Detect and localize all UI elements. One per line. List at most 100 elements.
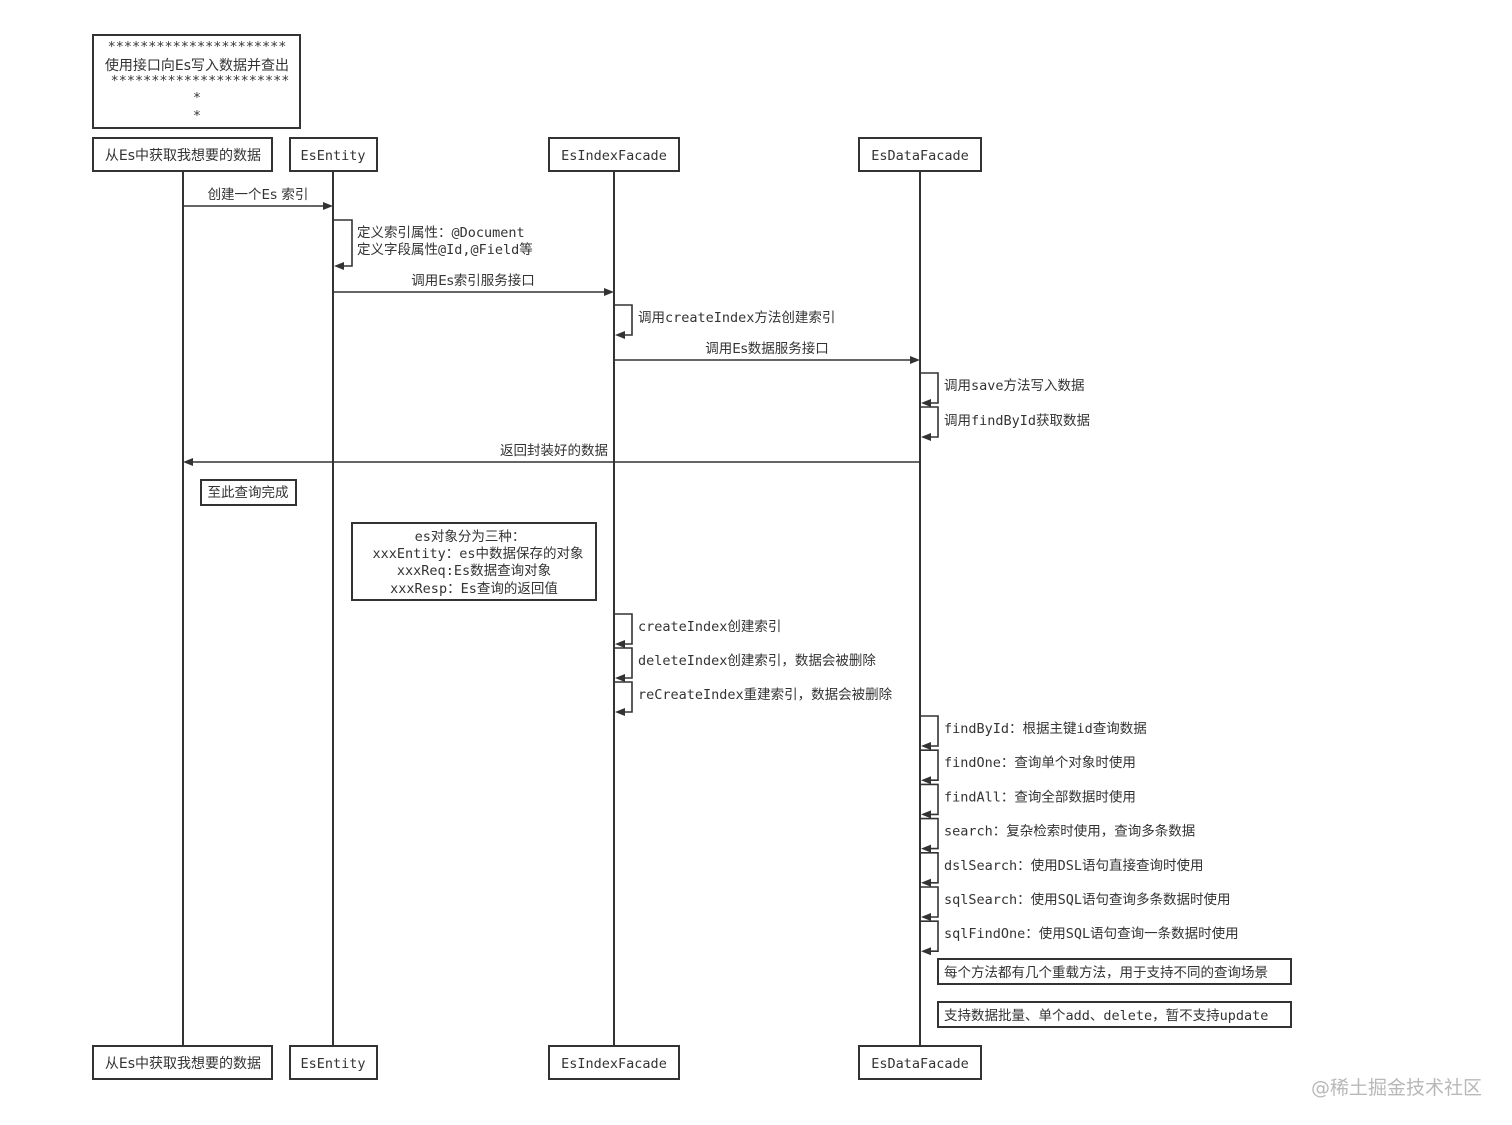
arrow-head-left-icon [615,674,625,682]
data-method-self-call: dslSearch：使用DSL语句直接查询时使用 [920,851,1204,887]
participant-label: EsDataFacade [871,1056,969,1072]
data-method-self-call: findById：根据主键id查询数据 [920,715,1147,750]
data-method-self-call: search：复杂检索时使用，查询多条数据 [920,817,1195,853]
message-label: findOne：查询单个对象时使用 [944,754,1136,771]
title-note-line: * [193,90,201,106]
message-label: 调用findById获取数据 [944,413,1090,429]
participant-entity-bottom[interactable]: EsEntity [289,1045,378,1080]
message-label: sqlSearch：使用SQL语句查询多条数据时使用 [944,891,1231,908]
arrow-head-left-icon [921,776,931,785]
message-label: dslSearch：使用DSL语句直接查询时使用 [944,857,1204,874]
message-label: deleteIndex创建索引，数据会被删除 [638,653,876,669]
title-note-line: ********************** [111,73,290,89]
note-label: 至此查询完成 [208,485,289,501]
participant-label: EsDataFacade [871,148,969,164]
arrow-head-right-icon [910,356,920,364]
self-message-save: 调用save方法写入数据 [920,372,1085,407]
message-return-data: 返回封装好的数据 [183,443,920,466]
self-call-loop [920,783,939,816]
arrow-head-left-icon [334,262,344,270]
arrow-head-left-icon [921,913,931,921]
arrow-head-left-icon [921,399,931,407]
participant-label: 从Es中获取我想要的数据 [105,148,261,164]
message-label: findById：根据主键id查询数据 [944,721,1147,737]
title-note-line: ********************** [108,39,287,55]
title-note-heading: 使用接口向Es写入数据并查出 [105,57,289,74]
self-call-loop [920,886,939,918]
participant-data-top[interactable]: EsDataFacade [858,137,982,172]
note-label: 支持数据批量、单个add、delete，暂不支持update [944,1008,1268,1024]
title-note: ********************** 使用接口向Es写入数据并查出 **… [92,34,301,129]
note-query-done: 至此查询完成 [200,479,297,506]
message-label: 调用Es索引服务接口 [411,272,535,289]
participant-label: EsIndexFacade [561,148,667,164]
message-label: 调用save方法写入数据 [944,378,1085,394]
self-message-find-by-id: 调用findById获取数据 [920,406,1090,441]
arrow-head-right-icon [604,288,614,296]
arrow-head-left-icon [183,458,193,466]
participant-entity-top[interactable]: EsEntity [289,137,378,172]
message-label: findAll：查询全部数据时使用 [944,788,1136,805]
self-call-loop [614,681,633,713]
index-method-self-call: createIndex创建索引 [614,613,781,648]
message-label: 定义索引属性：@Document [357,225,525,241]
participant-label: EsEntity [300,148,365,164]
arrow-head-left-icon [921,947,931,956]
message-create-index: 创建一个Es 索引 [183,187,333,210]
self-call-loop [920,920,939,953]
note-batch: 支持数据批量、单个add、delete，暂不支持update [937,1001,1292,1028]
note-label: xxxResp：Es查询的返回值 [390,581,558,597]
message-label: sqlFindOne：使用SQL语句查询一条数据时使用 [944,925,1239,942]
index-method-self-call: deleteIndex创建索引，数据会被删除 [614,647,876,682]
participant-client-bottom[interactable]: 从Es中获取我想要的数据 [92,1045,273,1080]
data-method-self-call: findOne：查询单个对象时使用 [920,749,1136,785]
watermark: @稀土掘金技术社区 [1310,1077,1482,1099]
arrow-head-left-icon [615,708,625,716]
note-label: 每个方法都有几个重载方法，用于支持不同的查询场景 [944,965,1268,981]
index-method-self-call: reCreateIndex重建索引，数据会被删除 [614,681,893,716]
message-label: 调用createIndex方法创建索引 [638,310,835,326]
self-message-create-index-method: 调用createIndex方法创建索引 [614,304,835,339]
message-label: 返回封装好的数据 [500,443,608,459]
self-call-loop [920,715,939,747]
participant-index-top[interactable]: EsIndexFacade [548,137,680,172]
title-note-box [92,34,301,129]
message-label: createIndex创建索引 [638,619,781,635]
message-call-index-service: 调用Es索引服务接口 [333,272,614,296]
message-label: 定义字段属性@Id,@Field等 [357,241,533,258]
arrow-head-left-icon [921,742,931,750]
arrow-head-left-icon [615,640,625,648]
arrow-head-left-icon [921,433,931,441]
note-label: xxxEntity：es中数据保存的对象 [373,546,584,562]
self-call-loop [920,749,939,782]
message-label: 创建一个Es 索引 [208,187,309,203]
arrow-head-left-icon [921,844,931,853]
title-note-line: * [193,108,201,124]
self-call-loop [614,613,633,645]
data-method-self-call: sqlFindOne：使用SQL语句查询一条数据时使用 [920,920,1239,956]
note-overload: 每个方法都有几个重载方法，用于支持不同的查询场景 [937,958,1292,985]
message-label: search：复杂检索时使用，查询多条数据 [944,823,1195,840]
note-label: xxxReq:Es数据查询对象 [397,563,551,579]
participant-data-bottom[interactable]: EsDataFacade [858,1045,982,1080]
participant-label: 从Es中获取我想要的数据 [105,1056,261,1072]
participant-client-top[interactable]: 从Es中获取我想要的数据 [92,137,273,172]
message-label: reCreateIndex重建索引，数据会被删除 [638,687,893,703]
arrow-head-left-icon [921,810,931,819]
arrow-head-right-icon [323,202,333,210]
participant-label: EsEntity [300,1056,365,1072]
self-call-loop [920,817,939,850]
self-message-define-attributes: 定义索引属性：@Document 定义字段属性@Id,@Field等 [333,219,533,270]
data-methods-group: findById：根据主键id查询数据 findOne：查询单个对象时使用 find… [920,715,1239,956]
self-call-loop [920,851,939,884]
note-es-objects: es对象分为三种： xxxEntity：es中数据保存的对象 xxxReq:Es… [351,522,597,601]
message-label: 调用Es数据服务接口 [705,340,829,357]
note-label: es对象分为三种： [415,529,526,545]
index-methods-group: createIndex创建索引 deleteIndex创建索引，数据会被删除 reC… [614,613,893,716]
data-method-self-call: sqlSearch：使用SQL语句查询多条数据时使用 [920,886,1231,921]
arrow-head-left-icon [921,878,931,887]
participant-label: EsIndexFacade [561,1056,667,1072]
participant-index-bottom[interactable]: EsIndexFacade [548,1045,680,1080]
data-method-self-call: findAll：查询全部数据时使用 [920,783,1136,819]
